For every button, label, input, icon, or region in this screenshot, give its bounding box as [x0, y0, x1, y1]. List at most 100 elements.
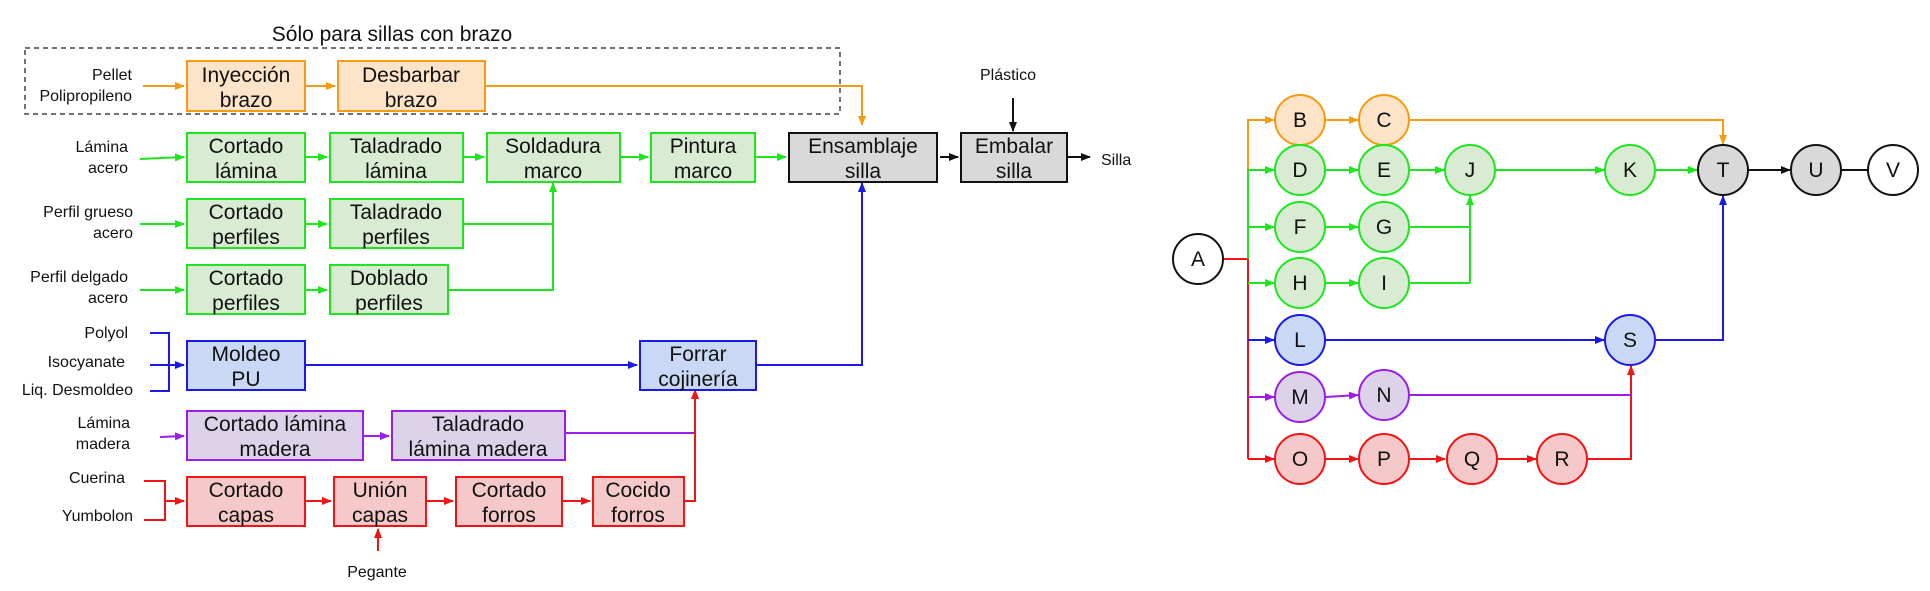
node-s: S: [1604, 314, 1656, 366]
step-doblado-line2: perfiles: [355, 292, 423, 315]
input-perfil-grueso-line2: acero: [93, 225, 133, 242]
step-taladrado-lamina-line1: Taladrado: [350, 135, 442, 158]
input-perfil-delgado-line1: Perfil delgado: [30, 269, 128, 286]
node-i: I: [1358, 257, 1410, 309]
step-cortado-lamina: Cortado lámina: [186, 132, 306, 183]
network-edges-purple: [1248, 391, 1631, 401]
step-cortado-perfiles-d-line2: perfiles: [212, 292, 280, 315]
node-v: V: [1867, 144, 1919, 196]
step-pintura-line2: marco: [674, 160, 732, 183]
step-taladrado-perfiles-line1: Taladrado: [350, 201, 442, 224]
step-cortado-forros-line1: Cortado: [472, 479, 547, 502]
node-k-label: K: [1623, 159, 1637, 182]
network-edges-green: [1247, 166, 1698, 287]
node-d: D: [1274, 144, 1326, 196]
step-soldadura-marco: Soldadura marco: [486, 132, 621, 183]
step-forrar-cojineria: Forrar cojinería: [639, 340, 757, 391]
node-n-label: N: [1376, 384, 1391, 407]
network-edges-red: [1224, 258, 1635, 463]
step-soldadura-line1: Soldadura: [505, 135, 601, 158]
input-pellet-line2: Polipropileno: [39, 88, 132, 105]
node-t: T: [1697, 144, 1749, 196]
step-cortado-perfiles-g-line1: Cortado: [209, 201, 284, 224]
node-e: E: [1358, 144, 1410, 196]
armrest-group-title: Sólo para sillas con brazo: [272, 23, 512, 46]
node-u: U: [1790, 144, 1842, 196]
node-n: N: [1358, 369, 1410, 421]
step-cocido-forros: Cocido forros: [592, 476, 685, 527]
node-s-label: S: [1623, 329, 1637, 352]
input-pellet: Pellet Polipropileno: [39, 67, 132, 105]
step-cortado-forros: Cortado forros: [455, 476, 563, 527]
node-c: C: [1358, 94, 1410, 146]
node-f: F: [1274, 201, 1326, 253]
step-cortado-perfiles-d-line1: Cortado: [209, 267, 284, 290]
node-l: L: [1274, 314, 1326, 366]
step-moldeo-line1: Moldeo: [212, 343, 281, 366]
node-b-label: B: [1293, 109, 1307, 132]
input-liq-desmoldeo: Liq. Desmoldeo: [22, 382, 133, 399]
node-f-label: F: [1294, 216, 1307, 239]
step-forrar-line1: Forrar: [669, 343, 726, 366]
step-cortado-lamina-line1: Cortado: [209, 135, 284, 158]
node-p: P: [1358, 433, 1410, 485]
orange-connectors: [143, 82, 866, 126]
input-polyol: Polyol: [84, 325, 128, 342]
step-taladrado-madera-line1: Taladrado: [432, 413, 524, 436]
step-forrar-line2: cojinería: [658, 368, 738, 391]
step-cortado-lamina-line2: lámina: [215, 160, 277, 183]
step-taladrado-perfiles-line2: perfiles: [362, 226, 430, 249]
input-lamina-madera-line1: Lámina: [78, 415, 131, 432]
node-d-label: D: [1292, 159, 1307, 182]
step-ensamblaje-line1: Ensamblaje: [808, 135, 918, 158]
output-silla: Silla: [1101, 152, 1131, 169]
step-cortado-madera-line1: Cortado lámina: [204, 413, 347, 436]
step-embalar-line2: silla: [996, 160, 1032, 183]
step-desbarbar-brazo: Desbarbar brazo: [337, 60, 486, 112]
step-cortado-forros-line2: forros: [482, 504, 536, 527]
node-b: B: [1274, 94, 1326, 146]
step-cortado-capas-line2: capas: [218, 504, 274, 527]
node-j: J: [1444, 144, 1496, 196]
step-moldeo-pu: Moldeo PU: [186, 340, 306, 391]
step-taladrado-madera-line2: lámina madera: [409, 438, 548, 461]
step-cortado-perfiles-g-line2: perfiles: [212, 226, 280, 249]
input-lamina-acero-line2: acero: [88, 160, 128, 177]
step-desbarbar-line1: Desbarbar: [362, 64, 460, 87]
step-cortado-madera-line2: madera: [239, 438, 311, 461]
node-k: K: [1604, 144, 1656, 196]
step-ensamblaje-line2: silla: [845, 160, 881, 183]
green-connectors: [139, 153, 787, 294]
node-g-label: G: [1376, 216, 1392, 239]
node-h: H: [1274, 257, 1326, 309]
step-pintura-marco: Pintura marco: [650, 132, 756, 183]
input-cuerina: Cuerina: [69, 470, 125, 487]
step-cocido-line2: forros: [611, 504, 665, 527]
step-union-line2: capas: [352, 504, 408, 527]
node-q-label: Q: [1464, 448, 1480, 471]
step-doblado-perfiles: Doblado perfiles: [329, 264, 449, 315]
input-yumbolon: Yumbolon: [62, 508, 133, 525]
step-embalar-line1: Embalar: [975, 135, 1053, 158]
node-m: M: [1274, 371, 1326, 423]
step-cortado-perfiles-grueso: Cortado perfiles: [186, 198, 306, 249]
step-inyeccion-line1: Inyección: [202, 64, 291, 87]
armrest-group-frame: [24, 47, 841, 115]
step-doblado-line1: Doblado: [350, 267, 428, 290]
node-e-label: E: [1377, 159, 1391, 182]
node-u-label: U: [1808, 159, 1823, 182]
node-r: R: [1536, 433, 1588, 485]
node-l-label: L: [1294, 329, 1306, 352]
step-desbarbar-line2: brazo: [385, 89, 438, 112]
node-m-label: M: [1291, 386, 1309, 409]
step-cortado-capas-line1: Cortado: [209, 479, 284, 502]
input-perfil-grueso-line1: Perfil grueso: [43, 204, 133, 221]
blue-connectors: [150, 182, 866, 392]
node-a: A: [1172, 233, 1224, 285]
step-cortado-lamina-madera: Cortado lámina madera: [186, 410, 364, 461]
node-a-label: A: [1191, 248, 1205, 271]
step-taladrado-lamina: Taladrado lámina: [329, 132, 464, 183]
input-plastico: Plástico: [980, 67, 1036, 84]
step-taladrado-lamina-madera: Taladrado lámina madera: [391, 410, 566, 461]
red-connectors: [144, 389, 699, 551]
